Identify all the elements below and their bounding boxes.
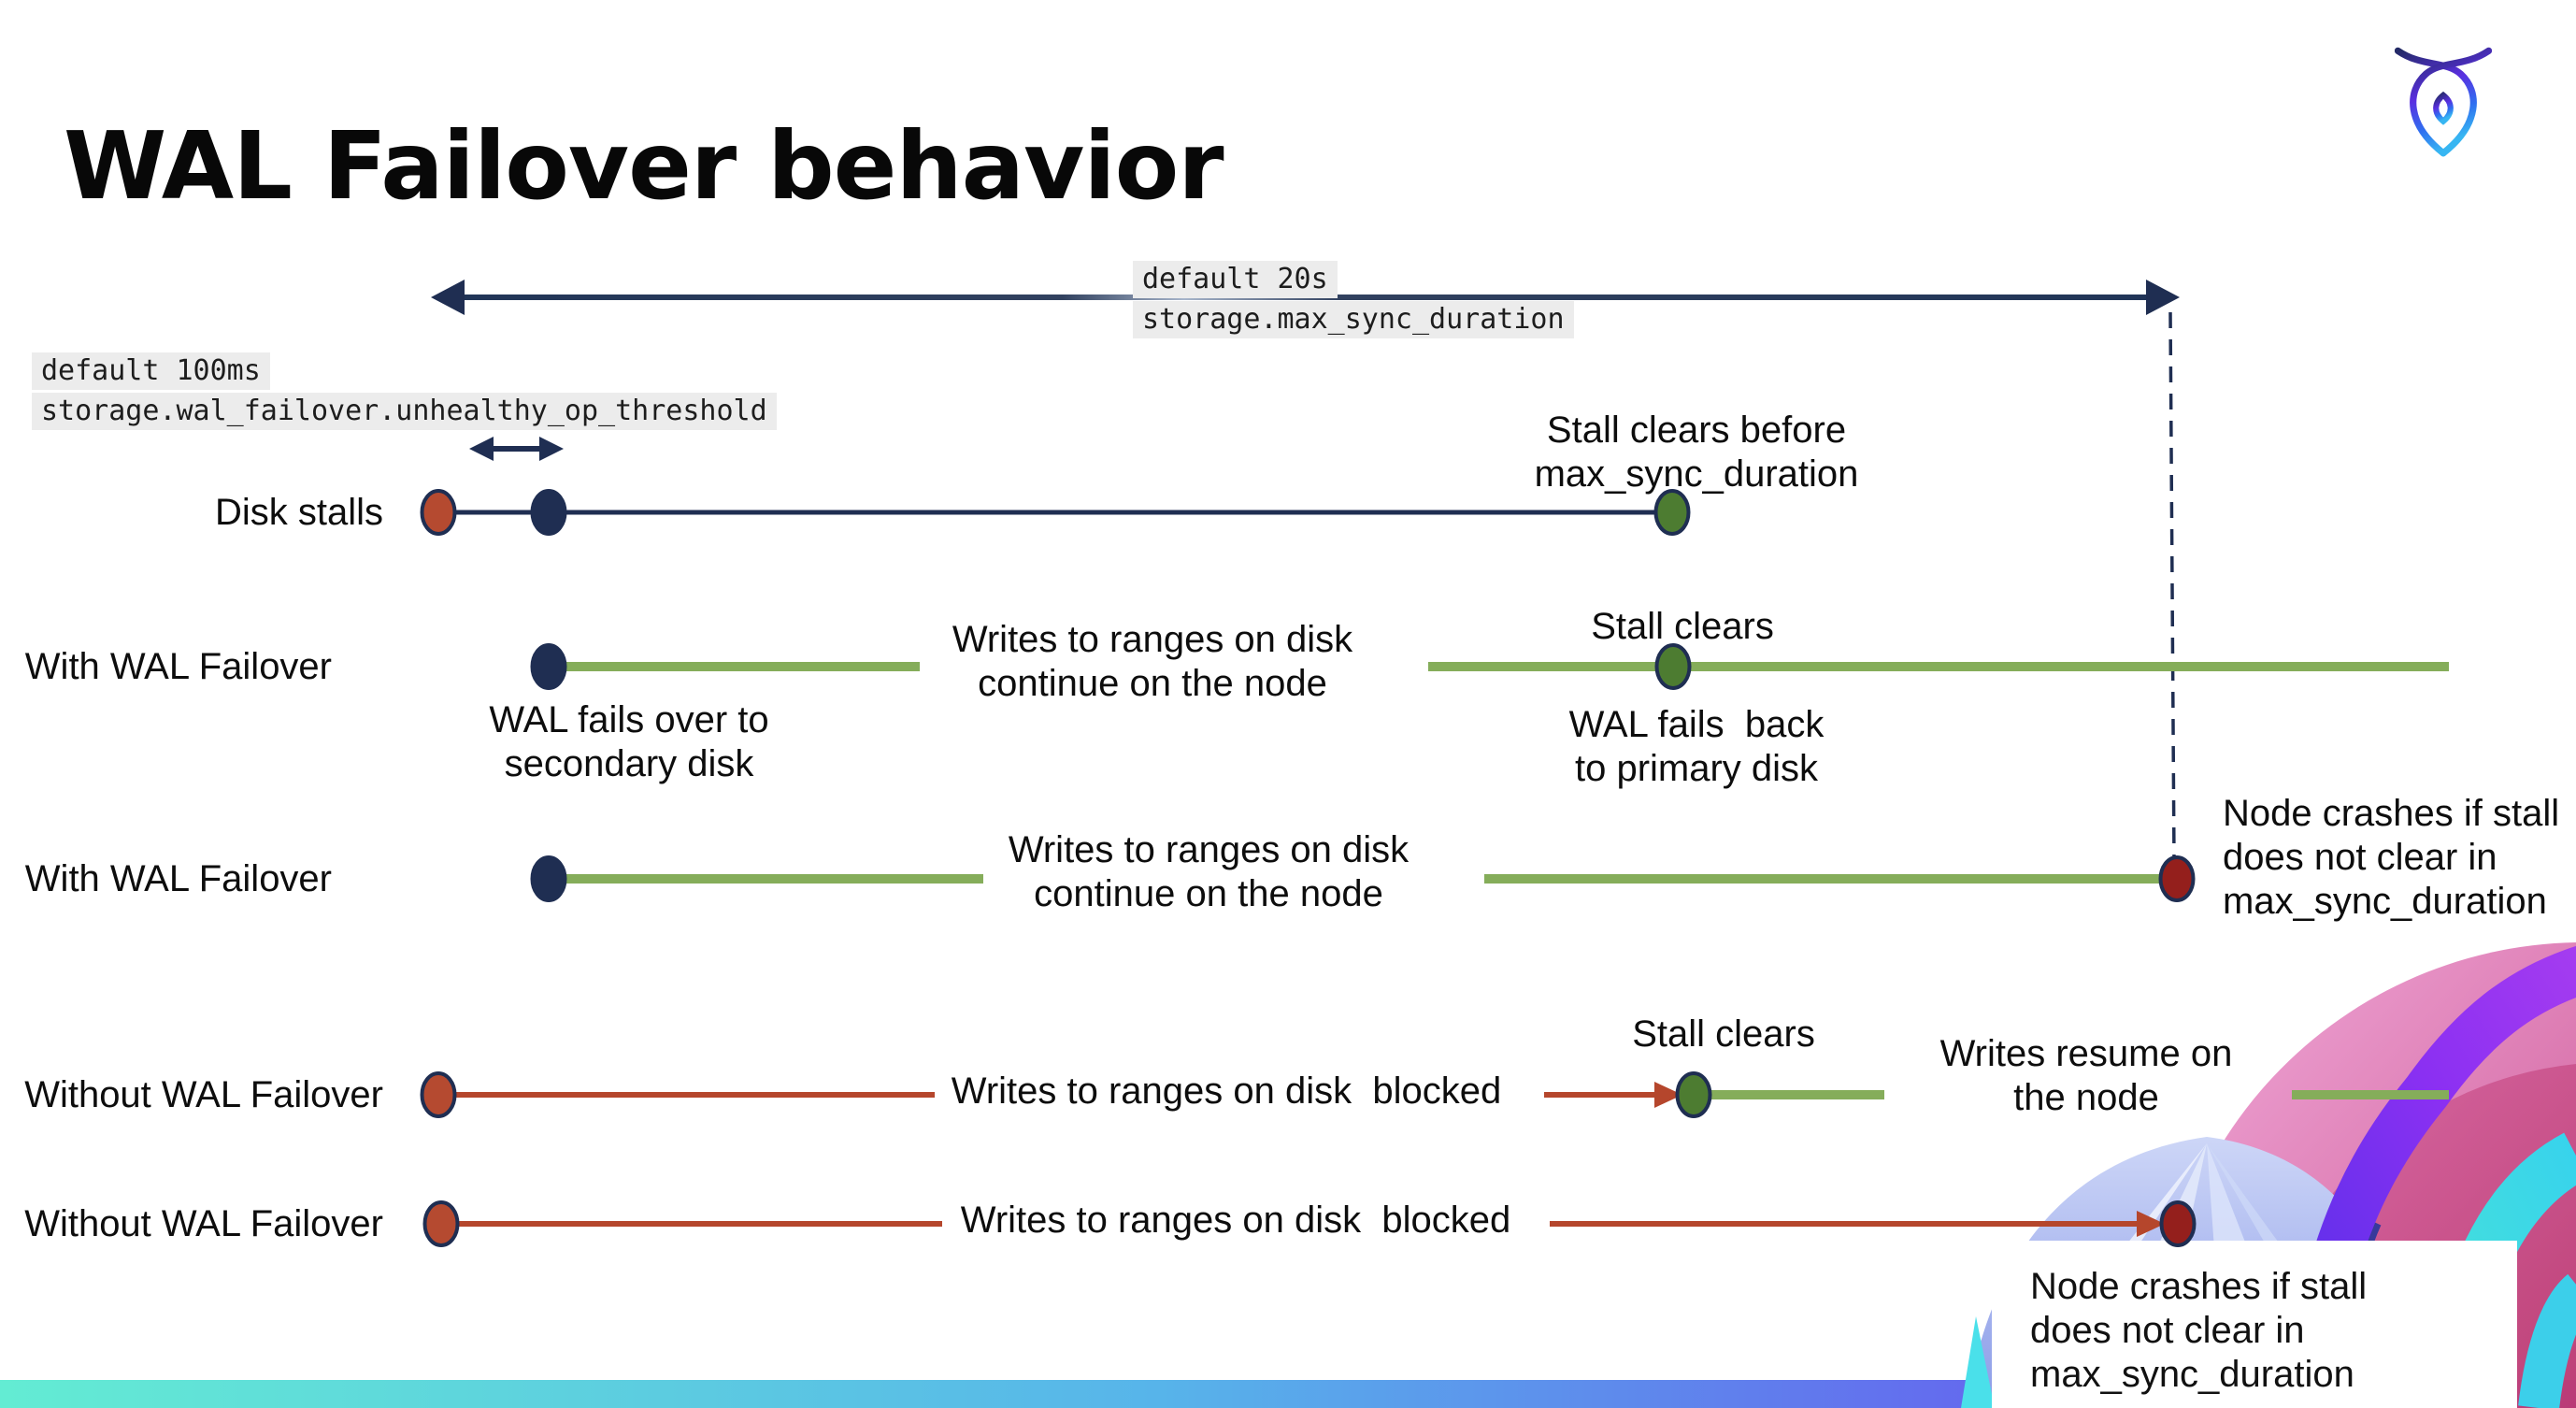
node-crash-dot xyxy=(2158,855,2196,902)
row-label-disk-stalls: Disk stalls xyxy=(214,492,383,533)
annotation-line: continue on the node xyxy=(1034,873,1383,914)
stall-start-dot xyxy=(422,1200,460,1247)
row-label-without-wal-failover: Without WAL Failover xyxy=(24,1203,383,1244)
annotation-writes-continue: Writes to ranges on disk continue on the… xyxy=(909,618,1395,706)
annotation-line: Stall clears xyxy=(1591,606,1774,647)
annotation-node-crashes-line2: does not clear in xyxy=(2030,1310,2305,1351)
setting-max-sync-name: storage.max_sync_duration xyxy=(1133,301,1574,338)
annotation-line: to primary disk xyxy=(1574,748,1819,789)
annotation-line: WAL fails back xyxy=(1568,704,1825,745)
setting-threshold-default: default 100ms xyxy=(32,352,270,390)
arrowhead-left-icon xyxy=(431,280,465,315)
annotation-writes-blocked: Writes to ranges on disk blocked xyxy=(955,1199,1516,1243)
annotation-line: the node xyxy=(2013,1077,2159,1118)
arrowhead-left-icon xyxy=(469,437,494,461)
threshold-dot xyxy=(530,489,567,536)
arrowhead-right-icon xyxy=(2146,280,2180,315)
cockroachdb-logo-icon xyxy=(2395,47,2492,157)
setting-max-sync-default: default 20s xyxy=(1133,261,1338,298)
annotation-line: Writes to ranges on disk blocked xyxy=(960,1200,1511,1241)
failover-dot xyxy=(530,643,567,690)
annotation-line: continue on the node xyxy=(978,663,1327,704)
annotation-line: Node crashes if stall xyxy=(2223,793,2560,834)
watermark-cyan-sliver xyxy=(1961,1316,1995,1408)
annotation-node-crashes-line1: Node crashes if stall xyxy=(2030,1266,2368,1307)
failover-dot xyxy=(530,855,567,902)
stall-clears-dot xyxy=(1675,1071,1712,1118)
arrowhead-right-icon xyxy=(2137,1211,2165,1237)
node-crash-callout-box: Node crashes if stall does not clear in … xyxy=(1992,1241,2517,1408)
stall-clears-dot xyxy=(1653,489,1691,536)
logo-inner-lens xyxy=(2433,91,2454,125)
stall-start-dot xyxy=(420,1071,457,1118)
row-label-with-wal-failover: With WAL Failover xyxy=(24,858,332,899)
annotation-writes-continue: Writes to ranges on disk continue on the… xyxy=(966,828,1452,916)
annotation-line: Writes to ranges on disk blocked xyxy=(951,1070,1502,1112)
annotation-stall-clears-before: Stall clears before max_sync_duration xyxy=(1453,409,1939,496)
logo-body-right xyxy=(2395,47,2477,157)
annotation-line: WAL fails over to xyxy=(489,699,769,740)
annotation-stall-clears: Stall clears xyxy=(1574,1013,1873,1056)
row-label-without-wal-failover: Without WAL Failover xyxy=(24,1074,383,1115)
annotation-line: max_sync_duration xyxy=(2223,881,2547,922)
row-label-with-wal-failover: With WAL Failover xyxy=(24,646,332,687)
arrowhead-right-icon xyxy=(1654,1082,1682,1108)
annotation-stall-clears: Stall clears xyxy=(1533,605,1832,649)
annotation-wal-fails-back: WAL fails back to primary disk xyxy=(1453,703,1939,791)
annotation-wal-fails-over: WAL fails over to secondary disk xyxy=(386,698,872,786)
annotation-writes-resume: Writes resume on the node xyxy=(1899,1032,2273,1120)
annotation-line: Writes to ranges on disk xyxy=(1008,829,1410,870)
setting-threshold-name: storage.wal_failover.unhealthy_op_thresh… xyxy=(32,393,777,430)
stall-start-dot xyxy=(420,489,457,536)
logo-body-left xyxy=(2410,47,2492,157)
node-crash-dot xyxy=(2159,1200,2197,1247)
watermark-cyan-leg xyxy=(2518,1273,2576,1408)
annotation-line: Stall clears before xyxy=(1546,409,1847,451)
annotation-line: Writes to ranges on disk xyxy=(952,619,1353,660)
stall-clears-dot xyxy=(1654,643,1692,690)
max-sync-deadline-dashed-line xyxy=(2168,311,2176,863)
annotation-line: max_sync_duration xyxy=(1534,453,1859,495)
annotation-node-crashes: Node crashes if stall does not clear in … xyxy=(2223,792,2576,924)
page-title: WAL Failover behavior xyxy=(64,111,1224,221)
annotation-line: does not clear in xyxy=(2223,837,2497,878)
arrowhead-right-icon xyxy=(539,437,564,461)
annotation-node-crashes-line3: max_sync_duration xyxy=(2030,1354,2354,1395)
annotation-line: Stall clears xyxy=(1632,1013,1815,1055)
annotation-writes-blocked: Writes to ranges on disk blocked xyxy=(946,1070,1507,1113)
annotation-line: Writes resume on xyxy=(1939,1033,2233,1074)
annotation-line: secondary disk xyxy=(504,743,754,784)
